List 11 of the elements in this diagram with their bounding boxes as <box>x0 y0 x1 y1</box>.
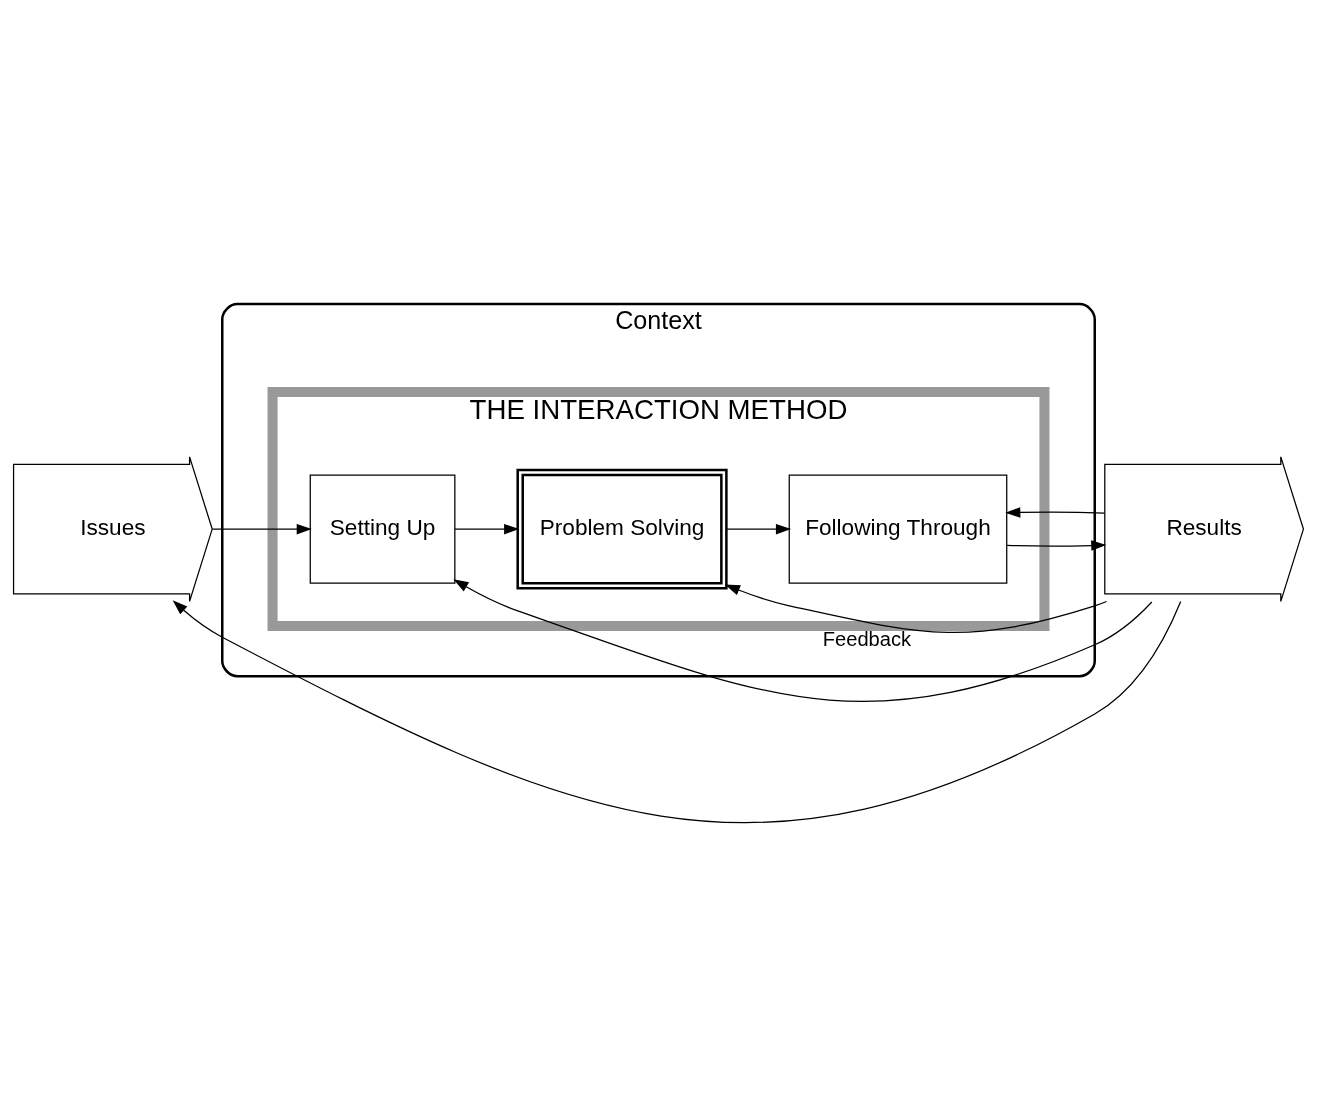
arrow <box>211 523 312 535</box>
arrow <box>726 523 792 535</box>
arrow <box>1005 507 1106 518</box>
arrow <box>454 523 520 535</box>
arrow <box>1006 540 1107 551</box>
arrow <box>724 584 1108 633</box>
arrow <box>172 600 1182 824</box>
node-box: Following Through <box>788 474 1008 584</box>
node-box: Setting Up <box>309 474 456 584</box>
node-box: Problem Solving <box>516 468 728 590</box>
arrow <box>453 579 1153 702</box>
